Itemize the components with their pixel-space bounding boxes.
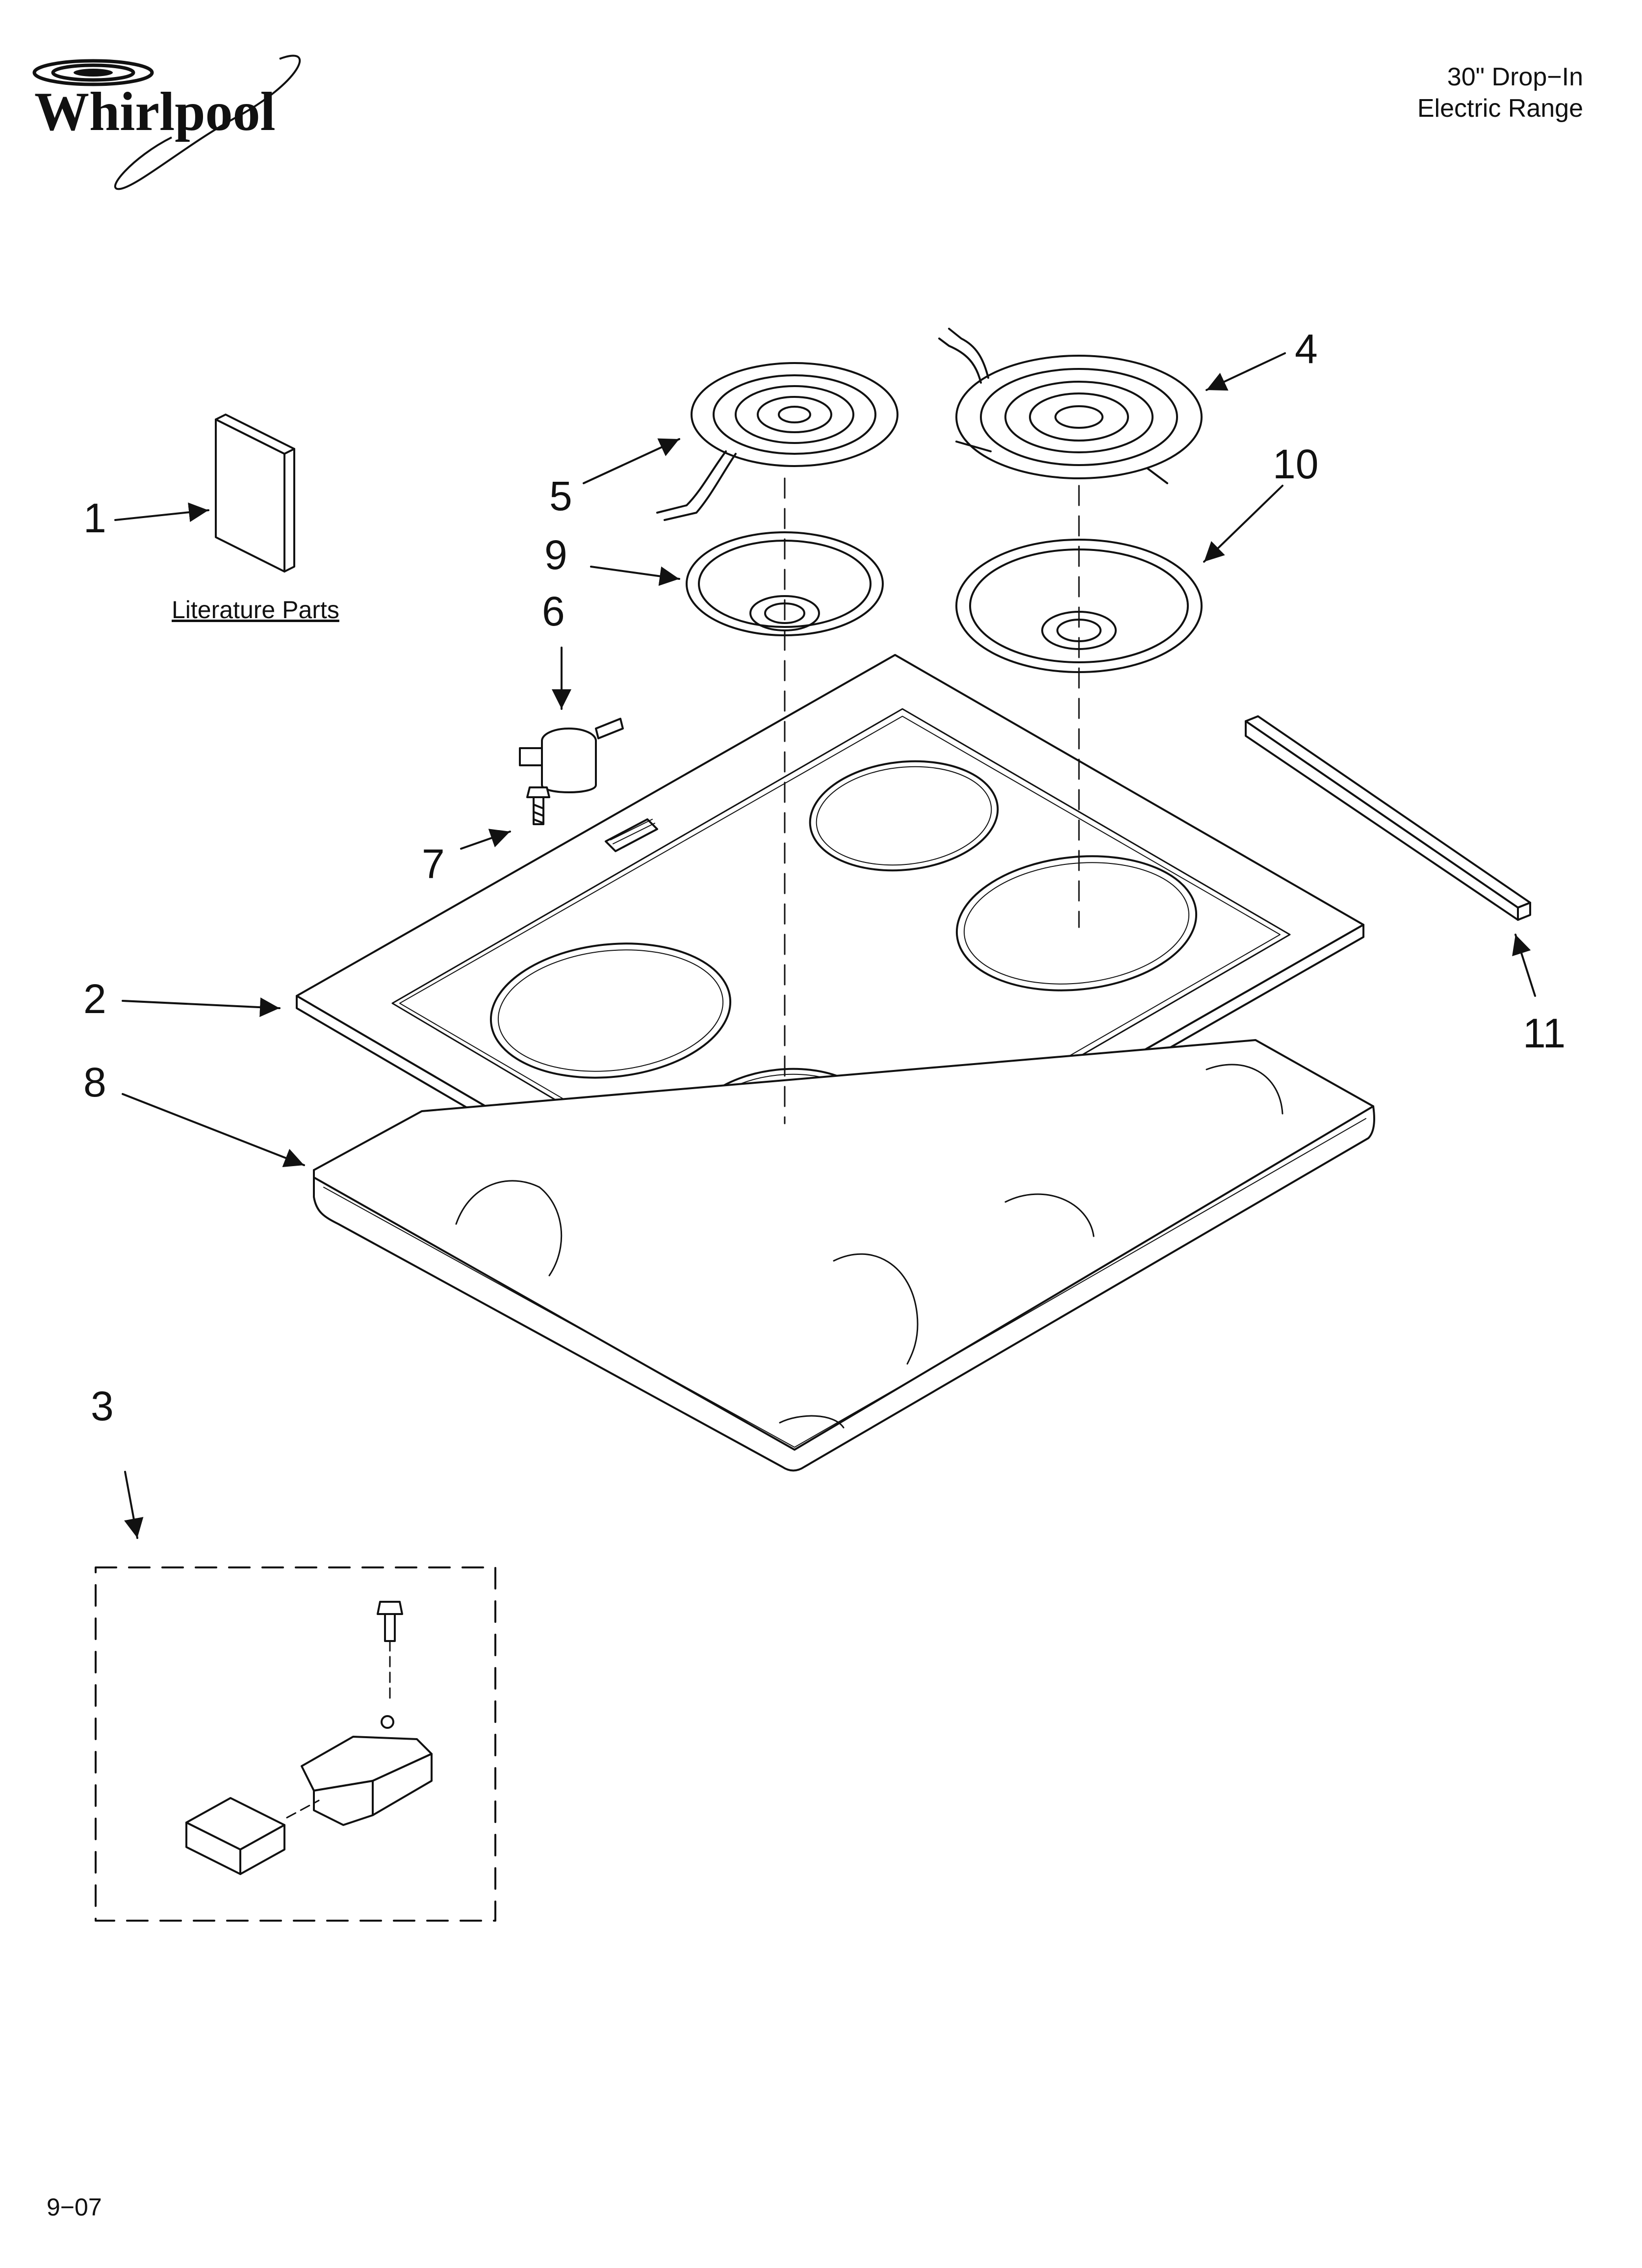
part-burner-box bbox=[313, 1039, 1375, 1472]
callout-11: 11 bbox=[1523, 1010, 1565, 1056]
part-3-kit bbox=[95, 1566, 496, 1922]
callout-leader-lines bbox=[114, 352, 1536, 1539]
part-receptacle bbox=[519, 718, 624, 793]
callout-2: 2 bbox=[83, 976, 106, 1022]
callout-7: 7 bbox=[422, 841, 445, 887]
callout-10: 10 bbox=[1273, 441, 1318, 487]
part-screw bbox=[526, 786, 550, 825]
callout-9: 9 bbox=[544, 532, 567, 578]
callout-3: 3 bbox=[91, 1383, 114, 1429]
model-line-1: 30" Drop−In bbox=[1447, 63, 1583, 91]
literature-parts-caption: Literature Parts bbox=[172, 596, 339, 624]
model-line-2: Electric Range bbox=[1417, 94, 1583, 123]
callout-8: 8 bbox=[83, 1059, 106, 1105]
part-large-surface-element bbox=[938, 328, 1203, 484]
brand-wordmark: Whirlpool bbox=[34, 81, 276, 142]
part-literature-booklet bbox=[215, 414, 295, 573]
part-trim-strip bbox=[1245, 715, 1531, 921]
whirlpool-logo: Whirlpool bbox=[25, 44, 329, 206]
date-code: 9−07 bbox=[47, 2193, 102, 2221]
model-title: 30" Drop−In Electric Range bbox=[1289, 61, 1583, 124]
callout-1: 1 bbox=[83, 495, 106, 541]
assembly-axis-lines bbox=[784, 477, 1080, 1124]
whirlpool-swirl-icon: Whirlpool bbox=[32, 54, 301, 190]
callout-4: 4 bbox=[1295, 326, 1318, 372]
callout-6: 6 bbox=[542, 588, 565, 634]
part-small-surface-element bbox=[656, 362, 898, 521]
callout-5: 5 bbox=[549, 473, 572, 519]
